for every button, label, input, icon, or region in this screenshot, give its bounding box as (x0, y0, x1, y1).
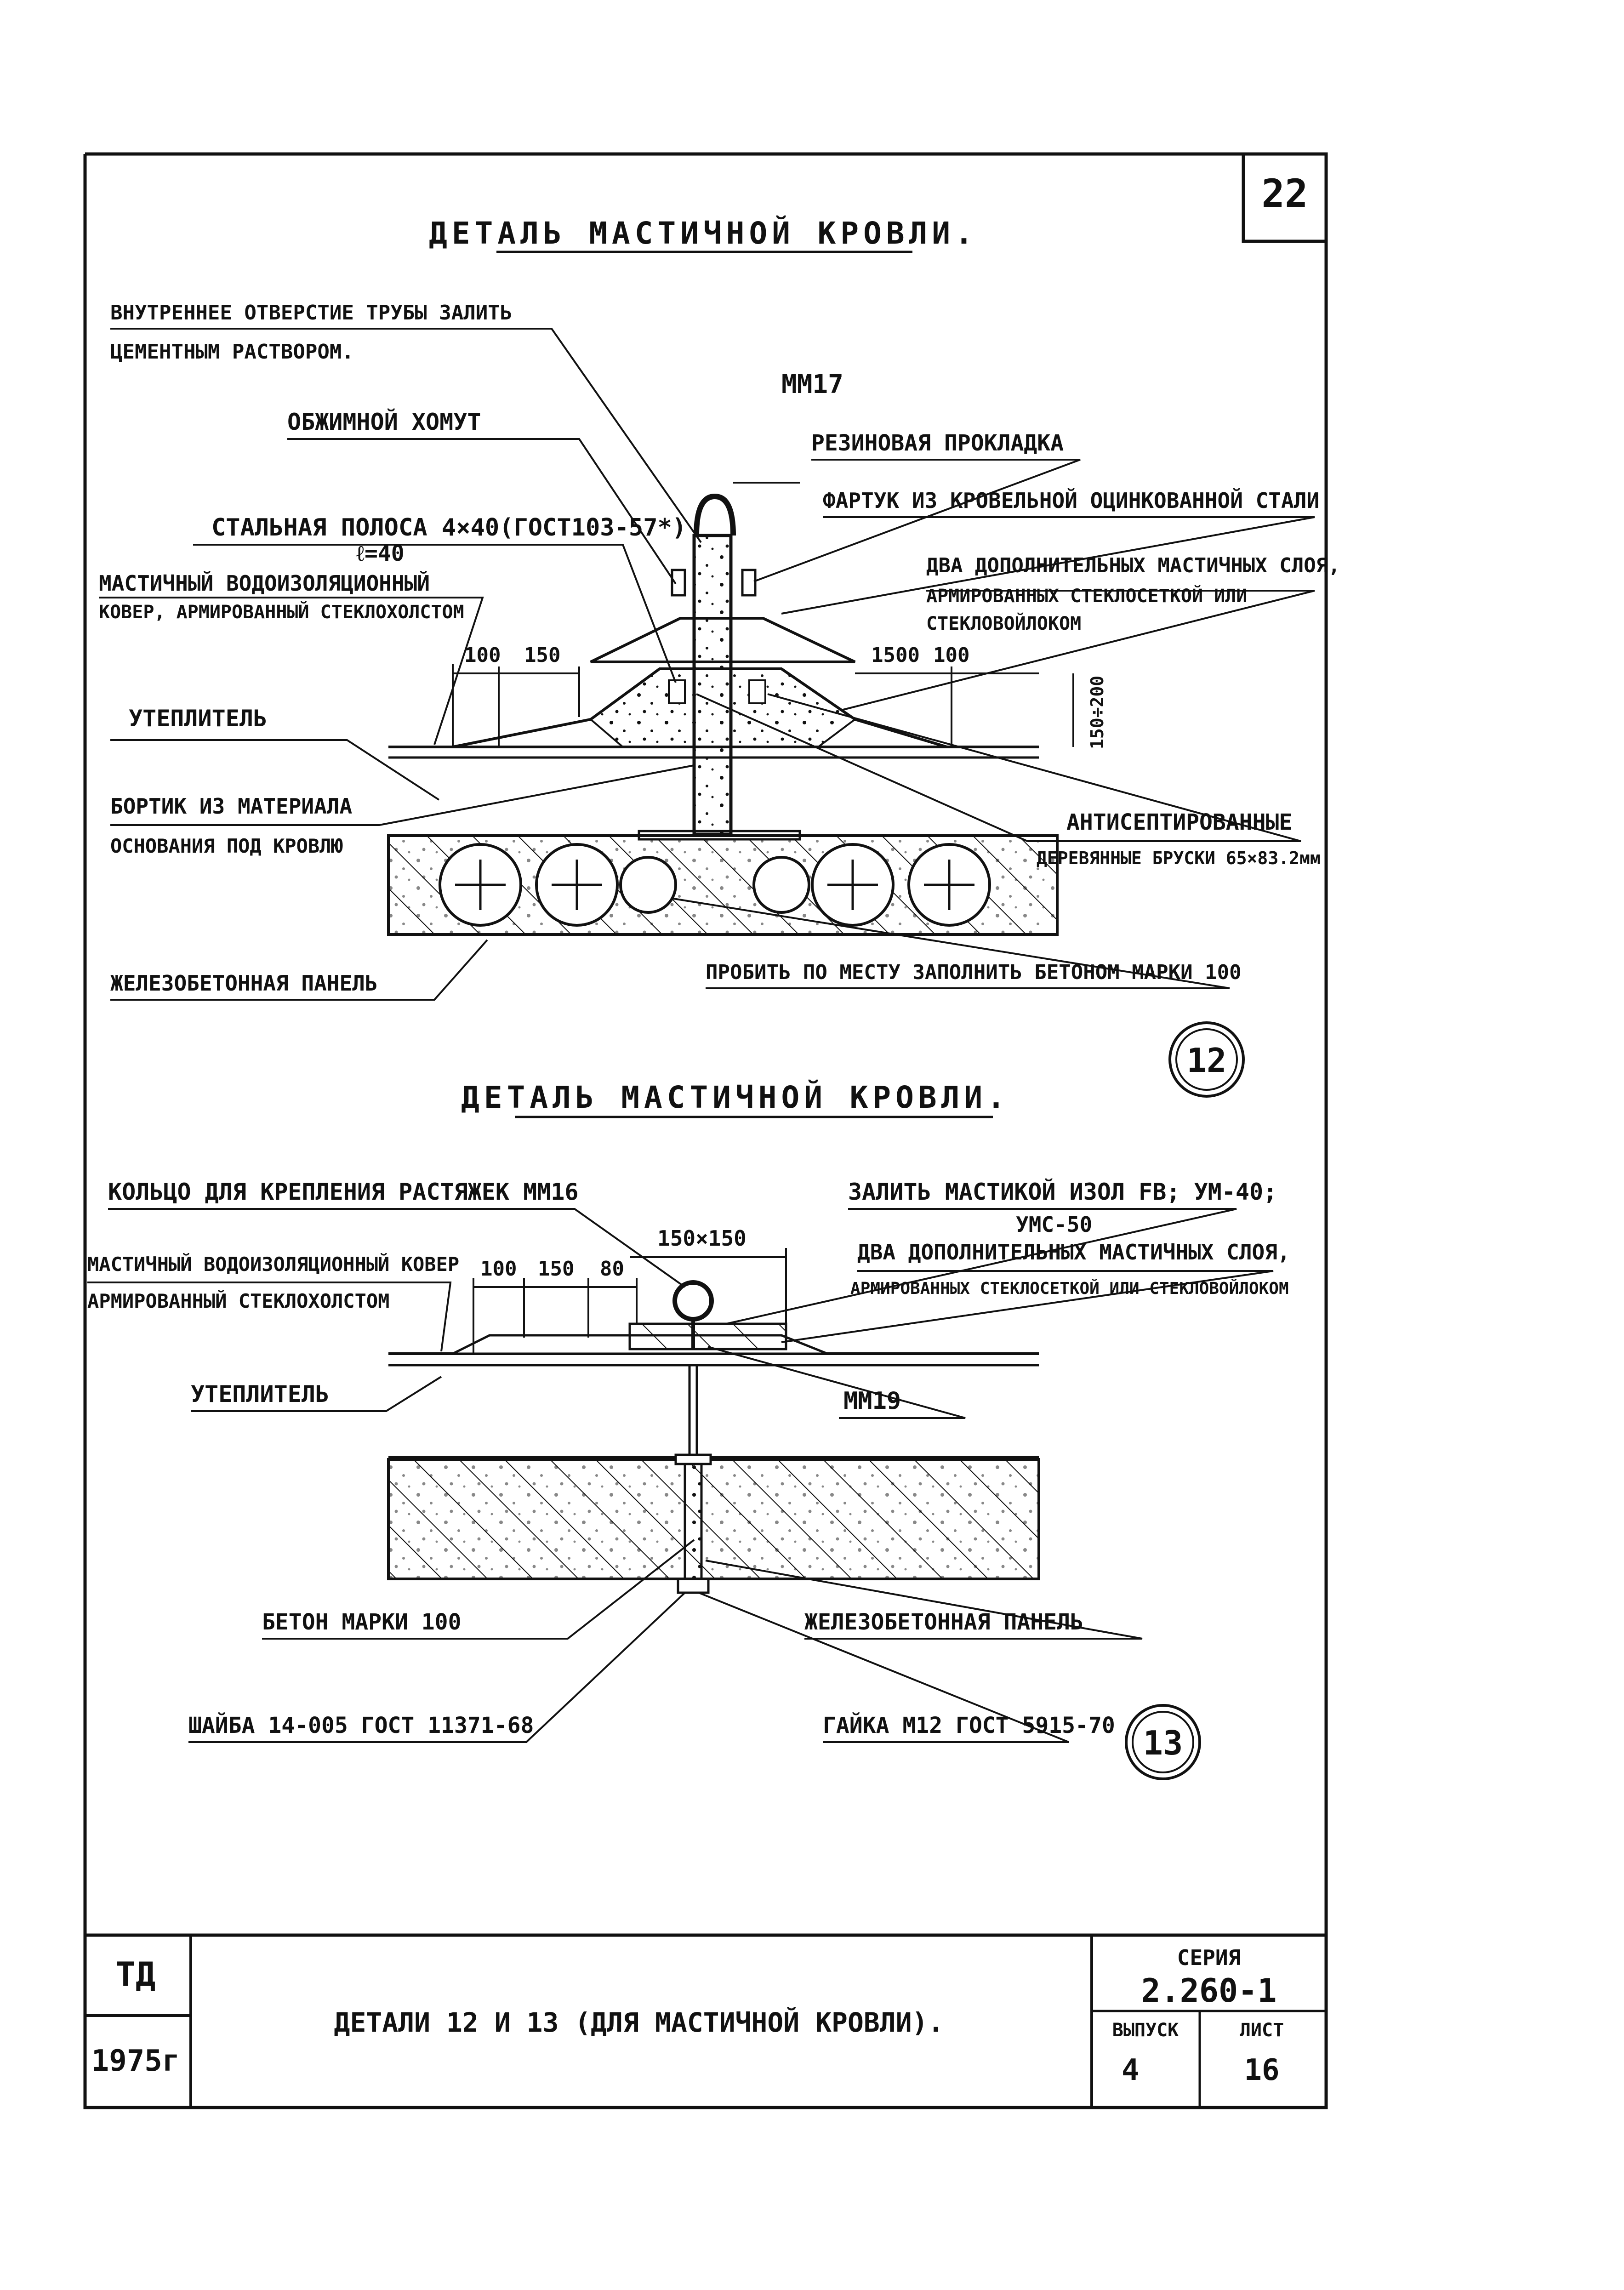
title-block: ТД 1975г ДЕТАЛИ 12 И 13 (ДЛЯ МАСТИЧНОЙ К… (85, 1935, 1326, 2108)
callout-steel-strip-1: СТАЛЬНАЯ ПОЛОСА 4×40(ГОСТ103-57*) (211, 514, 686, 541)
callout-insulation: УТЕПЛИТЕЛЬ (129, 705, 267, 732)
series-label: СЕРИЯ (1177, 1945, 1241, 1970)
callout-bars-2: ДЕРЕВЯННЫЕ БРУСКИ 65×83.2мм (1037, 848, 1321, 868)
dim-100: 100 (464, 644, 501, 667)
detail-12-leaders (99, 328, 1315, 1001)
callout-fill-2: УМС-50 (1016, 1212, 1092, 1237)
callout-concrete: БЕТОН МАРКИ 100 (262, 1609, 461, 1635)
roof-section-13 (387, 1280, 1040, 1594)
detail-12-number: 12 (1187, 1041, 1227, 1080)
callout-nut: ГАЙКА М12 ГОСТ 5915-70 (823, 1712, 1115, 1738)
sheet-frame (83, 152, 1328, 2109)
callout-clamp: ОБЖИМНОЙ ХОМУТ (287, 408, 481, 435)
detail-13-number: 13 (1143, 1724, 1183, 1762)
callout-pipe-fill-2: ЦЕМЕНТНЫМ РАСТВОРОМ. (110, 340, 354, 364)
callout-rubber-gasket: РЕЗИНОВАЯ ПРОКЛАДКА (811, 430, 1064, 456)
callout-bars-1: АНТИСЕПТИРОВАННЫЕ (1066, 809, 1292, 835)
callout-panel: ЖЕЛЕЗОБЕТОННАЯ ПАНЕЛЬ (110, 971, 378, 996)
org-code: ТД (116, 1955, 156, 1994)
dim-150: 150 (538, 1257, 574, 1281)
detail-12: ДЕТАЛЬ МАСТИЧНОЙ КРОВЛИ. (99, 215, 1340, 1098)
dim-150: 150 (524, 644, 560, 667)
callout-washer: ШАЙБА 14-005 ГОСТ 11371-68 (188, 1712, 534, 1738)
detail-13: ДЕТАЛЬ МАСТИЧНОЙ КРОВЛИ. (87, 1079, 1290, 1780)
dim-150x150: 150×150 (657, 1226, 746, 1251)
callout-mastic-carpet-2: КОВЕР, АРМИРОВАННЫЙ СТЕКЛОХОЛСТОМ (99, 601, 464, 623)
hollow-core-panel (387, 830, 1059, 936)
dim-80: 80 (600, 1257, 624, 1281)
sheet-label: ЛИСТ (1240, 2020, 1284, 2041)
dim-100b: 100 (933, 644, 969, 667)
series-value: 2.260-1 (1141, 1972, 1276, 2010)
dim-1500: 1500 (871, 644, 920, 667)
callout-curb-1: БОРТИК ИЗ МАТЕРИАЛА (110, 794, 352, 819)
dim-vertical: 150÷200 (1087, 676, 1107, 749)
callout-panel: ЖЕЛЕЗОБЕТОННАЯ ПАНЕЛЬ (804, 1609, 1083, 1635)
callout-punch: ПРОБИТЬ ПО МЕСТУ ЗАПОЛНИТЬ БЕТОНОМ МАРКИ… (706, 961, 1242, 984)
detail-13-dims (473, 1248, 787, 1354)
callout-two-layers-1: ДВА ДОПОЛНИТЕЛЬНЫХ МАСТИЧНЫХ СЛОЯ, (857, 1240, 1290, 1265)
callout-two-layers-1: ДВА ДОПОЛНИТЕЛЬНЫХ МАСТИЧНЫХ СЛОЯ, (926, 554, 1340, 577)
callout-curb-2: ОСНОВАНИЯ ПОД КРОВЛЮ (110, 835, 343, 857)
pipe-stand (671, 493, 757, 836)
callout-bolt-mm17: ММ17 (781, 370, 843, 399)
sheet-number-box: 22 (1242, 154, 1326, 243)
callout-pipe-fill-1: ВНУТРЕННЕЕ ОТВЕРСТИЕ ТРУБЫ ЗАЛИТЬ (110, 301, 512, 325)
callout-insulation: УТЕПЛИТЕЛЬ (191, 1381, 329, 1407)
issue-value: 4 (1122, 2053, 1140, 2087)
callout-two-layers-3: СТЕКЛОВОЙЛОКОМ (926, 612, 1081, 634)
sheet-number: 22 (1261, 171, 1308, 216)
year: 1975г (91, 2044, 180, 2078)
callout-mastic-carpet-2: АРМИРОВАННЫЙ СТЕКЛОХОЛСТОМ (87, 1289, 389, 1312)
issue-label: ВЫПУСК (1112, 2020, 1179, 2041)
callout-fill-1: ЗАЛИТЬ МАСТИКОЙ ИЗОЛ FB; УМ-40; (848, 1178, 1277, 1205)
drawing-title: ДЕТАЛИ 12 И 13 (ДЛЯ МАСТИЧНОЙ КРОВЛИ). (334, 2006, 944, 2038)
callout-two-layers-2: АРМИРОВАННЫХ СТЕКЛОСЕТКОЙ ИЛИ (926, 585, 1247, 607)
detail-13-leaders (87, 1208, 1274, 1743)
callout-apron: ФАРТУК ИЗ КРОВЕЛЬНОЙ ОЦИНКОВАННОЙ СТАЛИ (823, 488, 1319, 513)
sheet-value: 16 (1244, 2053, 1279, 2087)
detail-13-title: ДЕТАЛЬ МАСТИЧНОЙ КРОВЛИ. (461, 1079, 1010, 1115)
callout-ring: КОЛЬЦО ДЛЯ КРЕПЛЕНИЯ РАСТЯЖЕК ММ16 (108, 1179, 579, 1205)
callout-mastic-carpet-1: МАСТИЧНЫЙ ВОДОИЗОЛЯЦИОННЫЙ (99, 571, 430, 596)
callout-two-layers-2: АРМИРОВАННЫХ СТЕКЛОСЕТКОЙ ИЛИ СТЕКЛОВОЙЛ… (850, 1279, 1289, 1298)
callout-mastic-carpet-1: МАСТИЧНЫЙ ВОДОИЗОЛЯЦИОННЫЙ КОВЕР (87, 1253, 459, 1276)
detail-12-title: ДЕТАЛЬ МАСТИЧНОЙ КРОВЛИ. (429, 215, 978, 251)
callout-bolt-mm19: ММ19 (843, 1387, 901, 1415)
dim-100: 100 (480, 1257, 517, 1281)
callout-steel-strip-2: ℓ=40 (356, 541, 405, 566)
detail-12-dims (452, 664, 1039, 747)
